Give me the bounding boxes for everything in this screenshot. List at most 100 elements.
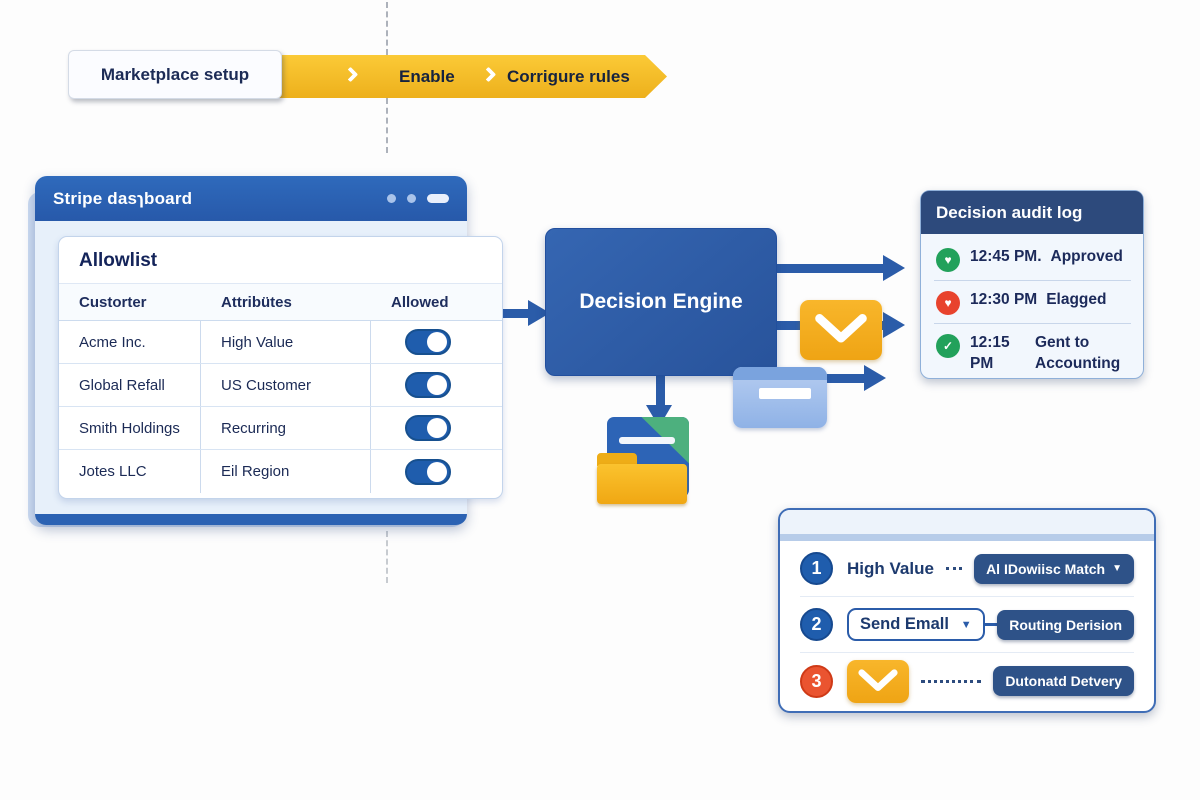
arrow-right-icon: [883, 312, 905, 338]
dotted-connector: [921, 679, 982, 683]
envelope-icon: [800, 300, 882, 360]
vertical-guide-line: [386, 2, 388, 55]
chevron-right-icon: [343, 67, 359, 83]
dropdown-value: Send Emall: [860, 615, 949, 633]
customer-cell: Jotes LLC: [59, 450, 201, 493]
rule-action-label: Al IDowiisc Match: [986, 560, 1106, 577]
breadcrumb-step-marketplace-setup[interactable]: Marketplace setup: [68, 50, 282, 99]
customer-cell: Acme Inc.: [59, 321, 201, 363]
arrow-right-icon: [883, 255, 905, 281]
toggle-knob: [427, 375, 447, 395]
file-card-lip: [733, 367, 827, 380]
attribute-cell: Eil Region: [201, 450, 371, 493]
folder-icon: [597, 417, 693, 504]
step-number-badge: 2: [800, 608, 833, 641]
window-minimize-icon[interactable]: [427, 194, 449, 203]
rule-action-button[interactable]: Routing Derision: [997, 609, 1134, 640]
customer-cell: Smith Holdings: [59, 407, 201, 449]
arrow-right-icon: [777, 264, 885, 273]
audit-log-entries: ♥ 12:45 PM. Approved ♥ 12:30 PM Elagged …: [921, 234, 1143, 389]
audit-log-header: Decision audit log: [921, 191, 1143, 234]
toggle-knob: [427, 418, 447, 438]
caret-down-icon: ▼: [960, 618, 972, 631]
attribute-cell: High Value: [201, 321, 371, 363]
vertical-guide-line: [386, 98, 388, 153]
envelope-icon: [847, 659, 909, 703]
entry-time: 12:15 PM: [970, 334, 1010, 372]
step-number-badge: 1: [800, 552, 833, 585]
step-number-badge: 3: [800, 664, 833, 698]
decision-audit-log-panel: Decision audit log ♥ 12:45 PM. Approved …: [920, 190, 1144, 379]
folder-front-tab: [597, 453, 637, 466]
breadcrumb-step-configure-rules[interactable]: Corrigure rules: [507, 66, 630, 86]
table-row: Acme Inc. High Value: [59, 321, 502, 364]
window-bottom-bar: [35, 514, 467, 525]
entry-time: 12:30 PM: [970, 291, 1038, 308]
dotted-connector: [945, 567, 963, 570]
check-icon: ✓: [936, 334, 960, 358]
chevron-right-icon: [481, 67, 497, 83]
list-item: ♥ 12:30 PM Elagged: [934, 281, 1131, 324]
rule-row: 1 High Value Al IDowiisc Match ▼: [800, 541, 1134, 597]
arrow-right-icon: [496, 309, 532, 318]
column-header-allowed: Allowed: [391, 293, 449, 311]
caret-down-icon: ▼: [1112, 563, 1122, 574]
window-title: Stripe dasɿboard: [53, 188, 193, 208]
allowed-toggle[interactable]: [405, 415, 451, 441]
column-header-attributes: Attribütes: [221, 293, 292, 311]
connector-line: [984, 623, 998, 626]
arrow-down-icon: [656, 375, 665, 407]
column-header-customer: Custorter: [79, 293, 147, 311]
table-row: Smith Holdings Recurring: [59, 407, 502, 450]
vertical-guide-line: [386, 531, 388, 583]
window-dot-icon[interactable]: [407, 194, 416, 203]
attribute-cell: Recurring: [201, 407, 371, 449]
allowed-toggle[interactable]: [405, 329, 451, 355]
allowed-toggle[interactable]: [405, 458, 451, 485]
folder-slot: [619, 437, 675, 444]
arrow-right-icon: [864, 365, 886, 391]
arrow-right-icon: [528, 300, 550, 326]
window-titlebar: Stripe dasɿboard: [35, 176, 467, 221]
rule-row: 3 Dutonatd Detvery: [800, 653, 1134, 709]
entry-time: 12:45 PM.: [970, 248, 1042, 265]
window-controls: [387, 194, 449, 203]
decision-engine-label: Decision Engine: [579, 290, 743, 313]
window-dot-icon[interactable]: [387, 194, 396, 203]
allowlist-title: Allowlist: [59, 237, 502, 284]
breadcrumb-arrow-banner: Enable Corrigure rules: [279, 55, 667, 98]
table-row: Jotes LLC Eil Region: [59, 450, 502, 493]
heart-check-icon: ♥: [936, 248, 960, 272]
rules-panel-header-strip: [780, 510, 1154, 534]
send-email-dropdown[interactable]: Send Emall ▼: [847, 608, 985, 641]
table-row: Global Refall US Customer: [59, 364, 502, 407]
rule-row: 2 Send Emall ▼ Routing Derision: [800, 597, 1134, 653]
rule-action-label: Dutonatd Detvery: [1005, 673, 1122, 689]
rule-label: High Value: [847, 558, 934, 578]
rule-action-label: Routing Derision: [1009, 616, 1122, 633]
entry-status: Gent to Accounting: [1035, 334, 1121, 372]
entry-status: Approved: [1050, 248, 1123, 265]
rule-action-button[interactable]: Dutonatd Detvery: [993, 666, 1134, 696]
customer-cell: Global Refall: [59, 364, 201, 406]
rules-panel: 1 High Value Al IDowiisc Match ▼ 2 Send …: [778, 508, 1156, 713]
entry-status: Elagged: [1046, 291, 1107, 308]
allowed-toggle[interactable]: [405, 372, 451, 398]
attribute-cell: US Customer: [201, 364, 371, 406]
file-card-label-strip: [759, 388, 811, 399]
file-card-icon: [733, 367, 827, 428]
heart-check-icon: ♥: [936, 291, 960, 315]
list-item: ♥ 12:45 PM. Approved: [934, 238, 1131, 281]
breadcrumb-step-label: Marketplace setup: [100, 64, 250, 84]
decision-engine-node[interactable]: Decision Engine: [545, 228, 777, 376]
folder-front: [597, 464, 687, 504]
rule-action-button[interactable]: Al IDowiisc Match ▼: [974, 553, 1134, 584]
toggle-knob: [427, 461, 447, 482]
breadcrumb-step-enable[interactable]: Enable: [399, 66, 455, 86]
list-item: ✓ 12:15 PM Gent to Accounting: [934, 324, 1131, 383]
arrow-right-icon: [788, 374, 868, 383]
toggle-knob: [427, 332, 447, 352]
allowlist-card: Allowlist Custorter Attribütes Allowed A…: [58, 236, 503, 499]
allowlist-header-row: Custorter Attribütes Allowed: [59, 284, 502, 321]
